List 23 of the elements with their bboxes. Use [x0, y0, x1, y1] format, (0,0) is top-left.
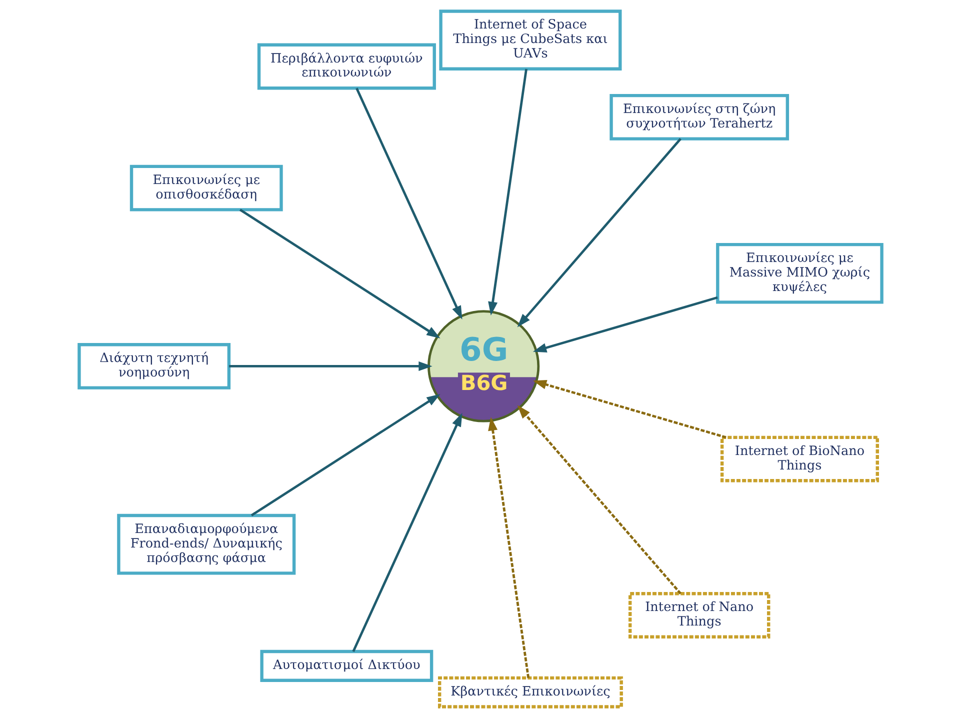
node-box: Επικοινωνίες στη ζώνη συχνοτήτων Terahertz [609, 94, 789, 140]
node-box: Επικοινωνίες με Massive MIMO χωρίς κυψέλες [716, 242, 883, 304]
arrow [516, 138, 681, 328]
arrow [250, 394, 440, 516]
arrow [532, 296, 718, 352]
arrow [355, 88, 462, 320]
node-box: Internet of BioNano Things [720, 436, 878, 482]
node-box: Κβαντικές Επικοινωνίες [437, 676, 622, 708]
arrow [532, 380, 726, 439]
arrow [488, 416, 530, 678]
arrow [488, 68, 527, 316]
node-box: Internet of Nano Things [628, 592, 770, 638]
node-box: Διάχυτη τεχνητή νοημοσύνη [77, 342, 230, 390]
node-box: Internet of Space Things με CubeSats και UAVs [438, 10, 622, 70]
arrow [352, 412, 462, 652]
arrow [238, 208, 440, 338]
node-box: Επικοινωνίες με οπισθοσκέδαση [129, 164, 282, 212]
node-box: Αυτοματισμοί Δικτύου [260, 650, 433, 682]
arrow [228, 361, 432, 371]
node-box: Επαναδιαμορφούμενα Frond-ends/ Δυναμικής πρόσβασης φάσμα [116, 514, 296, 575]
node-box: Περιβάλλοντα ευφυιών επικοινωνιών [256, 43, 436, 90]
arrow [516, 405, 681, 594]
node-circle: 6G B6G [427, 310, 540, 422]
